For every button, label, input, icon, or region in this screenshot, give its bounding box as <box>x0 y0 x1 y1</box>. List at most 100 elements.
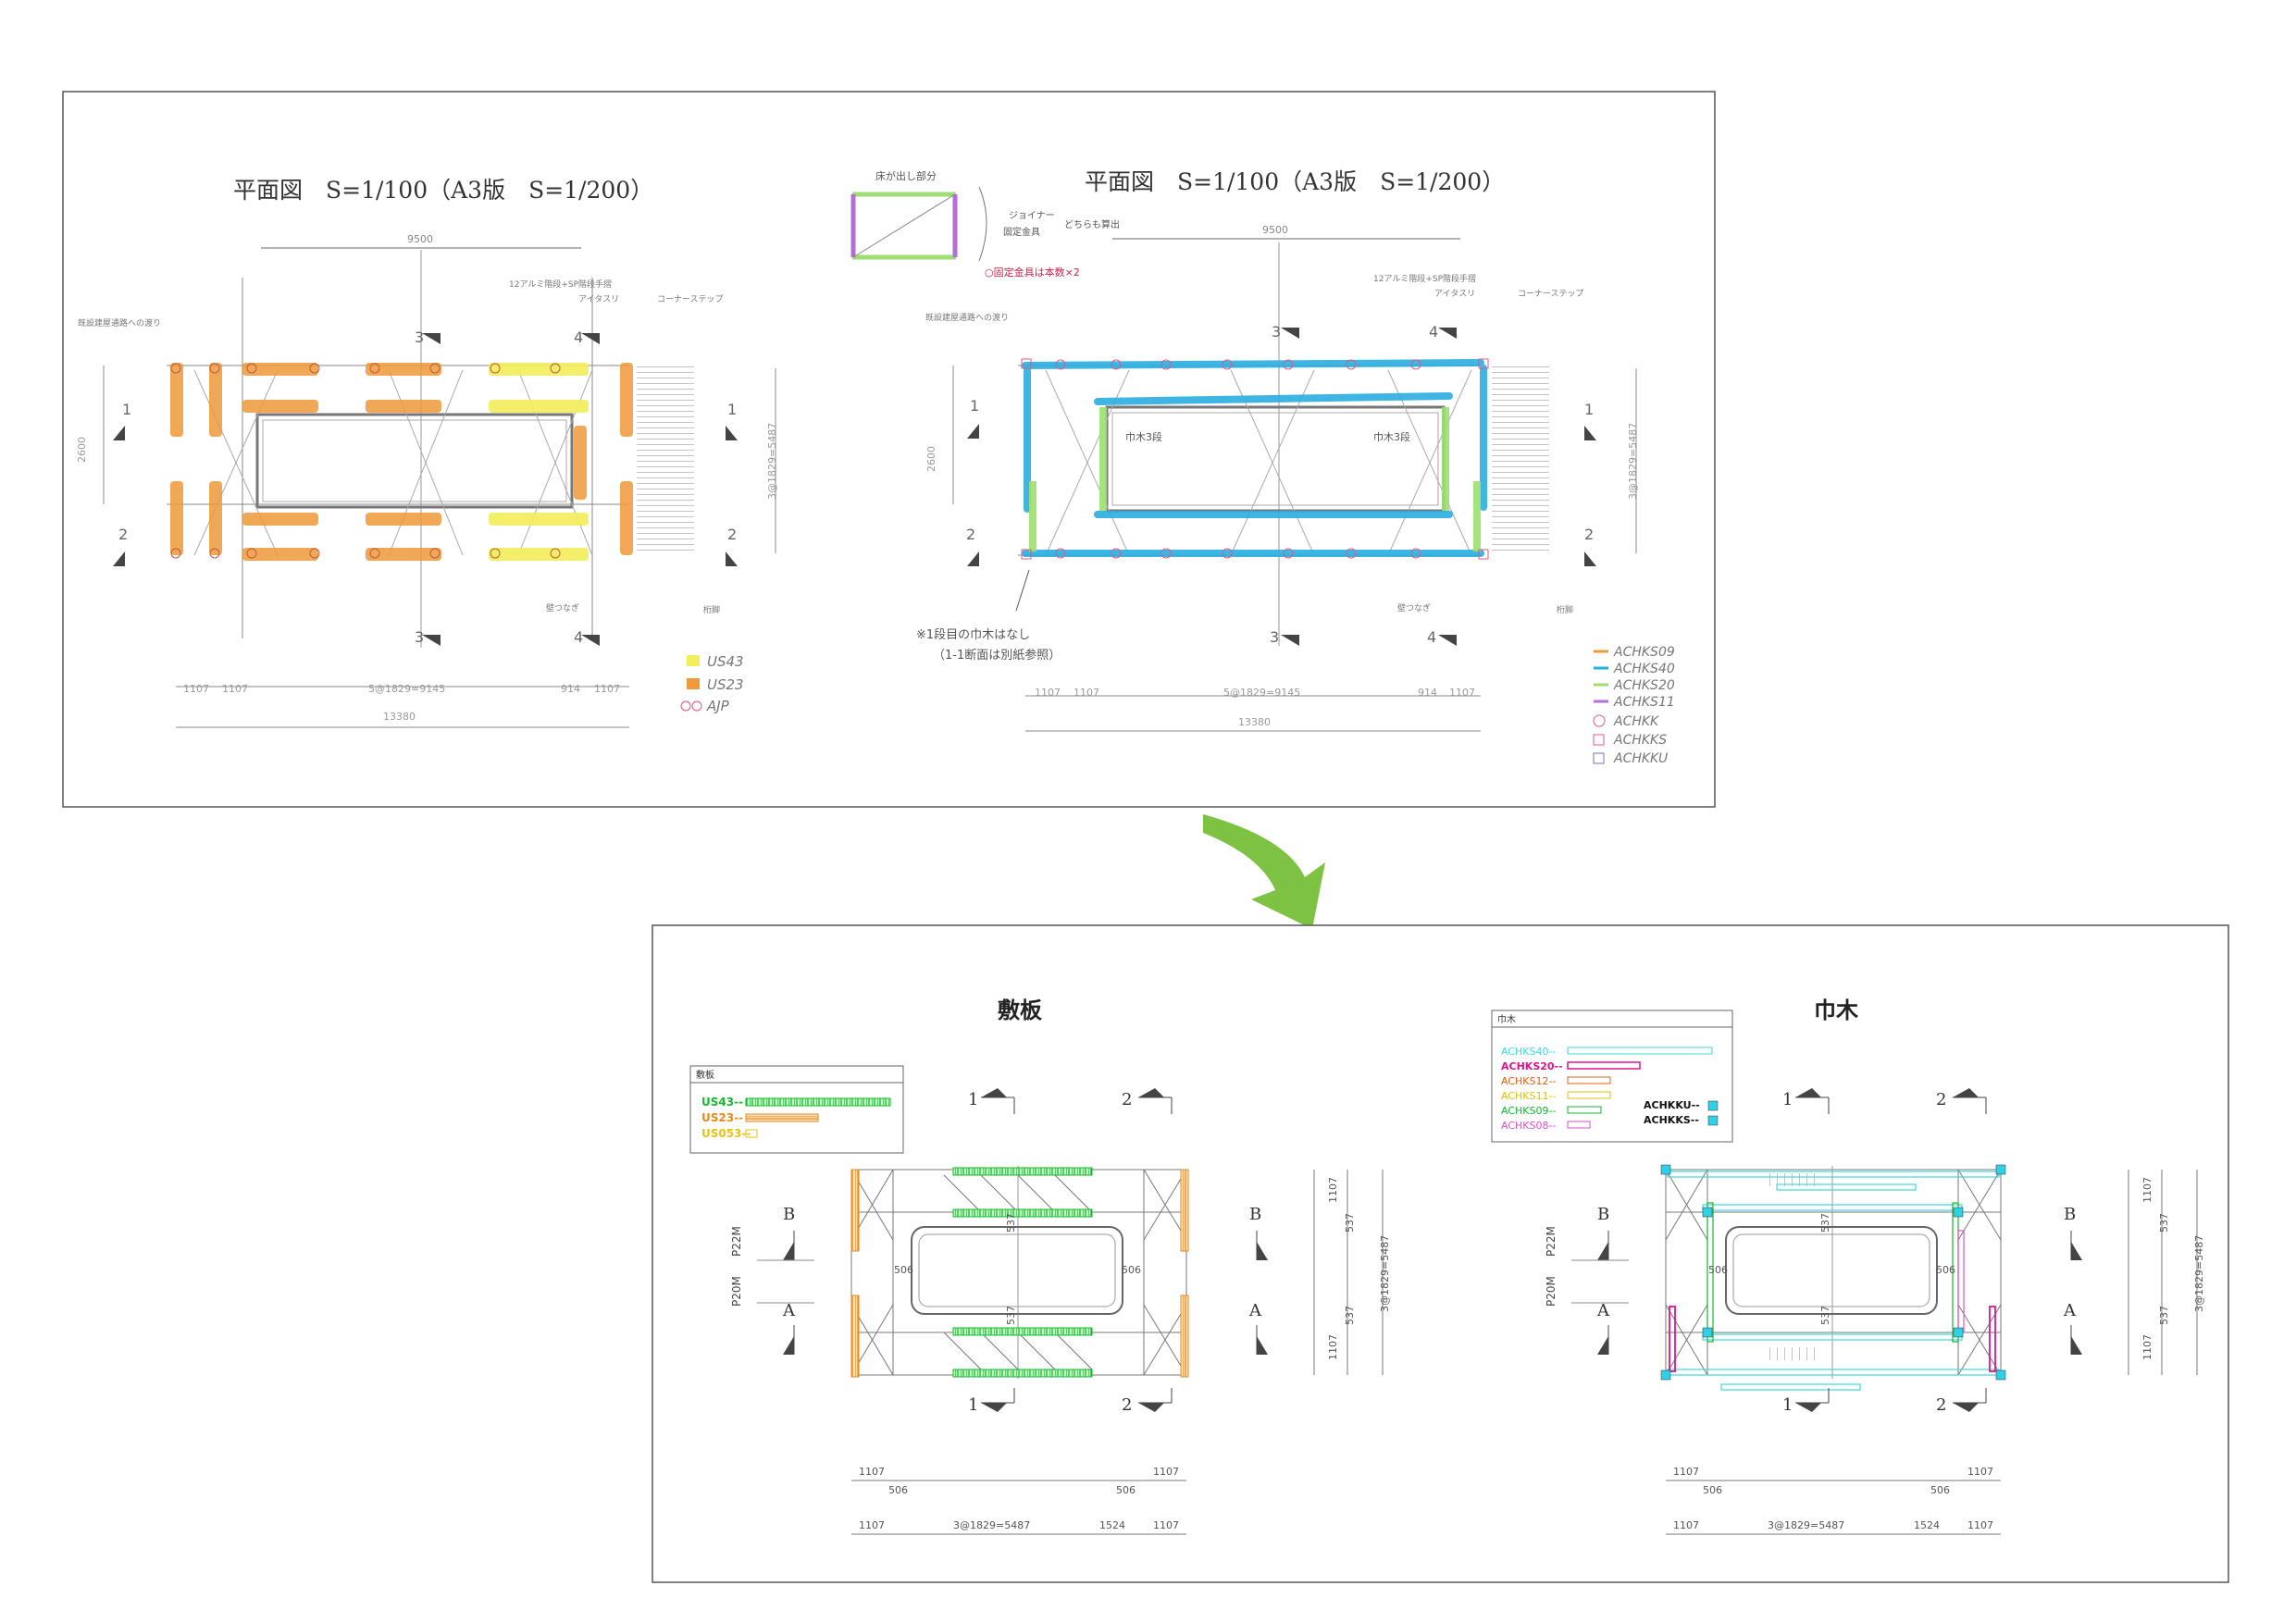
top-right-sec-1a: 1 <box>970 397 979 415</box>
top-right-note-hr: 巾木3段 <box>1373 430 1410 443</box>
bottom-right-dim-506a: 506 <box>1708 1264 1728 1276</box>
bottom-left-sec-Ar: A <box>1248 1301 1262 1320</box>
bottom-right-sec-Al: A <box>1596 1301 1610 1320</box>
top-left-dim-total: 13380 <box>383 711 416 723</box>
top-left-legend-2: US23 <box>707 676 744 693</box>
bottom-left-p20: P20M <box>730 1276 743 1307</box>
bottom-right-bd-1107c: 1107 <box>1673 1519 1699 1531</box>
bottom-right-legend-7: ACHKKU-- <box>1644 1099 1700 1111</box>
bottom-right-vd-1107b: 1107 <box>2141 1334 2153 1360</box>
flow-arrow <box>1203 814 1325 929</box>
bottom-left-vd-1107b: 1107 <box>1327 1334 1339 1360</box>
bottom-right-vd-total: 3@1829=5487 <box>2193 1235 2205 1312</box>
top-right-note-4: 既設建屋通路への渡り <box>925 312 1009 323</box>
bottom-left-vd-1107a: 1107 <box>1327 1177 1339 1203</box>
bottom-right-legend-2: ACHKS20-- <box>1501 1060 1563 1072</box>
bottom-left-sec-Bl: B <box>783 1205 795 1224</box>
bottom-right-plan: 巾木 巾木 ACHKS40-- ACHKS20-- ACHKS12-- ACHK… <box>1491 997 2205 1535</box>
bottom-left-bd-1524: 1524 <box>1099 1519 1125 1531</box>
bottom-right-dim-537b: 537 <box>1819 1306 1831 1325</box>
bottom-right-sec-Br: B <box>2064 1205 2076 1224</box>
bottom-left-sec-2b: 2 <box>1122 1395 1132 1415</box>
top-right-legend-7: ACHKKU <box>1613 751 1668 766</box>
top-left-sec-2a: 2 <box>118 526 128 543</box>
bottom-right-vd-1107a: 1107 <box>2141 1177 2153 1203</box>
bottom-right-dim-537a: 537 <box>1819 1213 1831 1233</box>
top-left-sec-3a: 3 <box>415 328 424 346</box>
top-right-legend-3: ACHKS20 <box>1613 678 1675 693</box>
top-left-sec-2b: 2 <box>727 526 737 543</box>
bottom-left-bd-1107c: 1107 <box>859 1519 885 1531</box>
top-right-dim-b3: 5@1829=9145 <box>1223 687 1300 699</box>
top-left-dim-top: 9500 <box>407 233 433 245</box>
top-right-hand-5: ○固定金具は本数×2 <box>985 266 1080 279</box>
top-right-legend-2: ACHKS40 <box>1613 662 1675 676</box>
top-left-sec-3b: 3 <box>415 628 424 646</box>
top-left-sec-1a: 1 <box>122 401 131 418</box>
top-right-dim-b2: 1107 <box>1074 687 1099 699</box>
top-left-title: 平面図 S=1/100（A3版 S=1/200） <box>233 177 653 204</box>
bottom-left-sec-Al: A <box>782 1301 796 1320</box>
top-right-dim-total: 13380 <box>1238 716 1271 728</box>
top-right-dim-b5: 1107 <box>1449 687 1475 699</box>
top-right-sec-4a: 4 <box>1429 323 1438 341</box>
bottom-panel-frame <box>652 924 2229 1583</box>
bottom-left-vd-total: 3@1829=5487 <box>1379 1235 1391 1312</box>
bottom-right-dim-506b: 506 <box>1936 1264 1955 1276</box>
top-right-note-5: 壁つなぎ <box>1397 602 1431 613</box>
bottom-right-legend-3: ACHKS12-- <box>1501 1075 1556 1087</box>
bottom-right-sec-1b: 1 <box>1782 1395 1793 1415</box>
bottom-right-bd-1107b: 1107 <box>1967 1466 1993 1478</box>
bottom-left-legend-3: US053-- <box>701 1127 751 1140</box>
top-left-legend-3: AJP <box>706 698 730 714</box>
top-right-note-hl: 巾木3段 <box>1125 430 1162 443</box>
top-right-hand-1: 床が出し部分 <box>875 169 937 182</box>
bottom-right-vd-537a: 537 <box>2158 1213 2170 1233</box>
bottom-left-dim-537a: 537 <box>1005 1213 1017 1233</box>
bottom-left-dim-506a: 506 <box>894 1264 913 1276</box>
top-left-dim-b2: 1107 <box>222 683 248 695</box>
bottom-left-vd-537a: 537 <box>1344 1213 1356 1233</box>
top-left-legend-1: US43 <box>707 653 744 670</box>
bottom-left-plan: 敷板 敷板 US43-- US23-- US053-- 5 <box>689 997 1391 1535</box>
top-right-dim-b1: 1107 <box>1035 687 1061 699</box>
top-right-hand-2: ジョイナー <box>1009 210 1055 221</box>
top-right-legend-5: ACHKK <box>1613 714 1660 729</box>
top-right-sec-3a: 3 <box>1272 323 1281 341</box>
bottom-left-sec-Br: B <box>1249 1205 1261 1224</box>
bottom-right-bd-mid: 3@1829=5487 <box>1768 1519 1844 1531</box>
bottom-right-legend-4: ACHKS11-- <box>1501 1090 1556 1102</box>
top-left-sec-4b: 4 <box>574 628 583 646</box>
bottom-left-sec-1b: 1 <box>968 1395 978 1415</box>
bottom-right-bd-1107a: 1107 <box>1673 1466 1699 1478</box>
top-right-dim-b4: 914 <box>1418 687 1437 699</box>
bottom-right-bd-1524: 1524 <box>1914 1519 1940 1531</box>
top-left-note-1: 12アルミ階段+SP階段手摺 <box>509 279 612 290</box>
bottom-right-legend-1: ACHKS40-- <box>1501 1046 1556 1058</box>
top-right-hand-4: どちらも算出 <box>1064 218 1120 230</box>
bottom-left-legend-1: US43-- <box>701 1096 743 1109</box>
bottom-left-bd-1107d: 1107 <box>1153 1519 1179 1531</box>
bottom-left-heading: 敷板 <box>998 997 1043 1023</box>
bottom-right-bd-506a: 506 <box>1703 1484 1722 1496</box>
top-left-note-3: コーナーステップ <box>657 294 724 304</box>
top-left-note-2: アイタスリ <box>578 294 619 304</box>
top-left-dim-b1: 1107 <box>183 683 209 695</box>
bottom-right-heading: 巾木 <box>1814 997 1859 1023</box>
bottom-left-bd-mid: 3@1829=5487 <box>953 1519 1030 1531</box>
bottom-right-bd-1107d: 1107 <box>1967 1519 1993 1531</box>
bottom-right-legend-5: ACHKS09-- <box>1501 1105 1556 1117</box>
top-left-plan: 平面図 S=1/100（A3版 S=1/200） 9500 <box>76 177 778 728</box>
top-right-note-2: アイタスリ <box>1434 289 1475 299</box>
bottom-right-legend-8: ACHKKS-- <box>1644 1114 1699 1126</box>
top-right-dim-top: 9500 <box>1262 224 1288 236</box>
bottom-left-bd-1107a: 1107 <box>859 1466 885 1478</box>
top-left-dim-b5: 1107 <box>594 683 620 695</box>
bottom-left-legend-2: US23-- <box>701 1111 743 1124</box>
bottom-left-vd-537b: 537 <box>1344 1306 1356 1325</box>
top-right-legend-1: ACHKS09 <box>1613 645 1675 660</box>
bottom-right-legend-title: 巾木 <box>1497 1013 1516 1025</box>
top-right-note-3: コーナーステップ <box>1518 289 1584 299</box>
bottom-right-legend-6: ACHKS08-- <box>1501 1120 1556 1132</box>
bottom-left-sec-2t: 2 <box>1122 1090 1132 1109</box>
